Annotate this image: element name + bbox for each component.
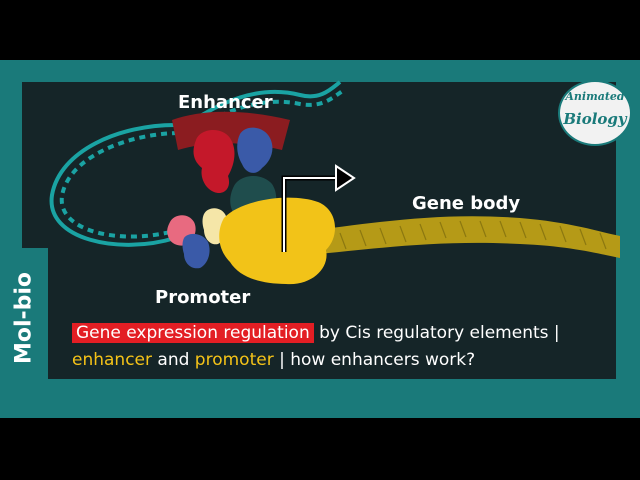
logo-line2: Biology <box>563 110 627 128</box>
title-part1: by Cis regulatory elements | <box>313 323 560 343</box>
title-highlight: Gene expression regulation <box>72 323 314 343</box>
arrow-head <box>335 164 356 192</box>
title-enhancer-word: enhancer <box>72 350 152 370</box>
transcription-arrow-outline <box>283 177 338 252</box>
side-tab <box>0 248 48 388</box>
polymerase-complex <box>219 197 336 285</box>
blue-protein-bottom <box>182 233 210 269</box>
side-label: Mol-bio <box>11 271 37 365</box>
channel-logo: Animated Biology <box>558 80 632 146</box>
video-title: Gene expression regulation by Cis regula… <box>72 320 612 374</box>
gene-body-label: Gene body <box>412 193 521 214</box>
title-and: and <box>152 350 195 370</box>
red-protein <box>193 129 235 194</box>
logo-line1: Animated <box>565 90 625 103</box>
gene-body-strand <box>300 216 620 258</box>
enhancer-label: Enhancer <box>178 92 273 113</box>
promoter-label: Promoter <box>155 287 251 308</box>
title-part2: | how enhancers work? <box>273 350 476 370</box>
blue-protein-top <box>237 127 273 173</box>
title-promoter-word: promoter <box>194 350 274 370</box>
